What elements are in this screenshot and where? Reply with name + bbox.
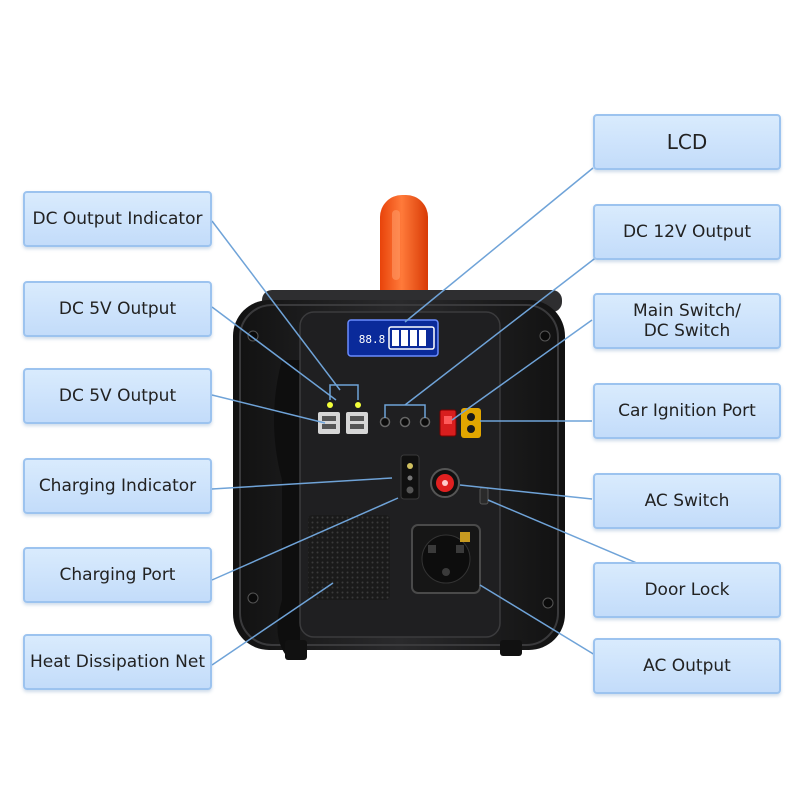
ac-switch — [430, 468, 460, 498]
label-main-switch: Main Switch/ DC Switch — [593, 293, 781, 349]
ac-outlet — [411, 524, 481, 594]
charging-indicator-and-port — [400, 454, 420, 500]
label-dc-output-indicator: DC Output Indicator — [23, 191, 212, 247]
label-charging-port: Charging Port — [23, 547, 212, 603]
lcd-screen: 88.8 — [347, 319, 439, 357]
label-door-lock: Door Lock — [593, 562, 781, 618]
usb-ports — [318, 402, 368, 434]
main-switch-and-ignition — [439, 408, 481, 438]
label-dc-12v-output: DC 12V Output — [593, 204, 781, 260]
label-ac-output: AC Output — [593, 638, 781, 694]
heat-dissipation-mesh — [308, 515, 390, 600]
label-lcd: LCD — [593, 114, 781, 170]
label-car-ignition-port: Car Ignition Port — [593, 383, 781, 439]
label-dc-5v-output-bottom: DC 5V Output — [23, 368, 212, 424]
dc-12v-ports — [379, 416, 431, 428]
label-heat-dissipation-net: Heat Dissipation Net — [23, 634, 212, 690]
label-charging-indicator: Charging Indicator — [23, 458, 212, 514]
label-dc-5v-output-top: DC 5V Output — [23, 281, 212, 337]
carry-handle — [380, 195, 428, 315]
label-ac-switch: AC Switch — [593, 473, 781, 529]
lcd-readout: 88.8 — [359, 333, 386, 346]
door-lock — [479, 487, 489, 505]
leader-lines — [211, 167, 673, 666]
